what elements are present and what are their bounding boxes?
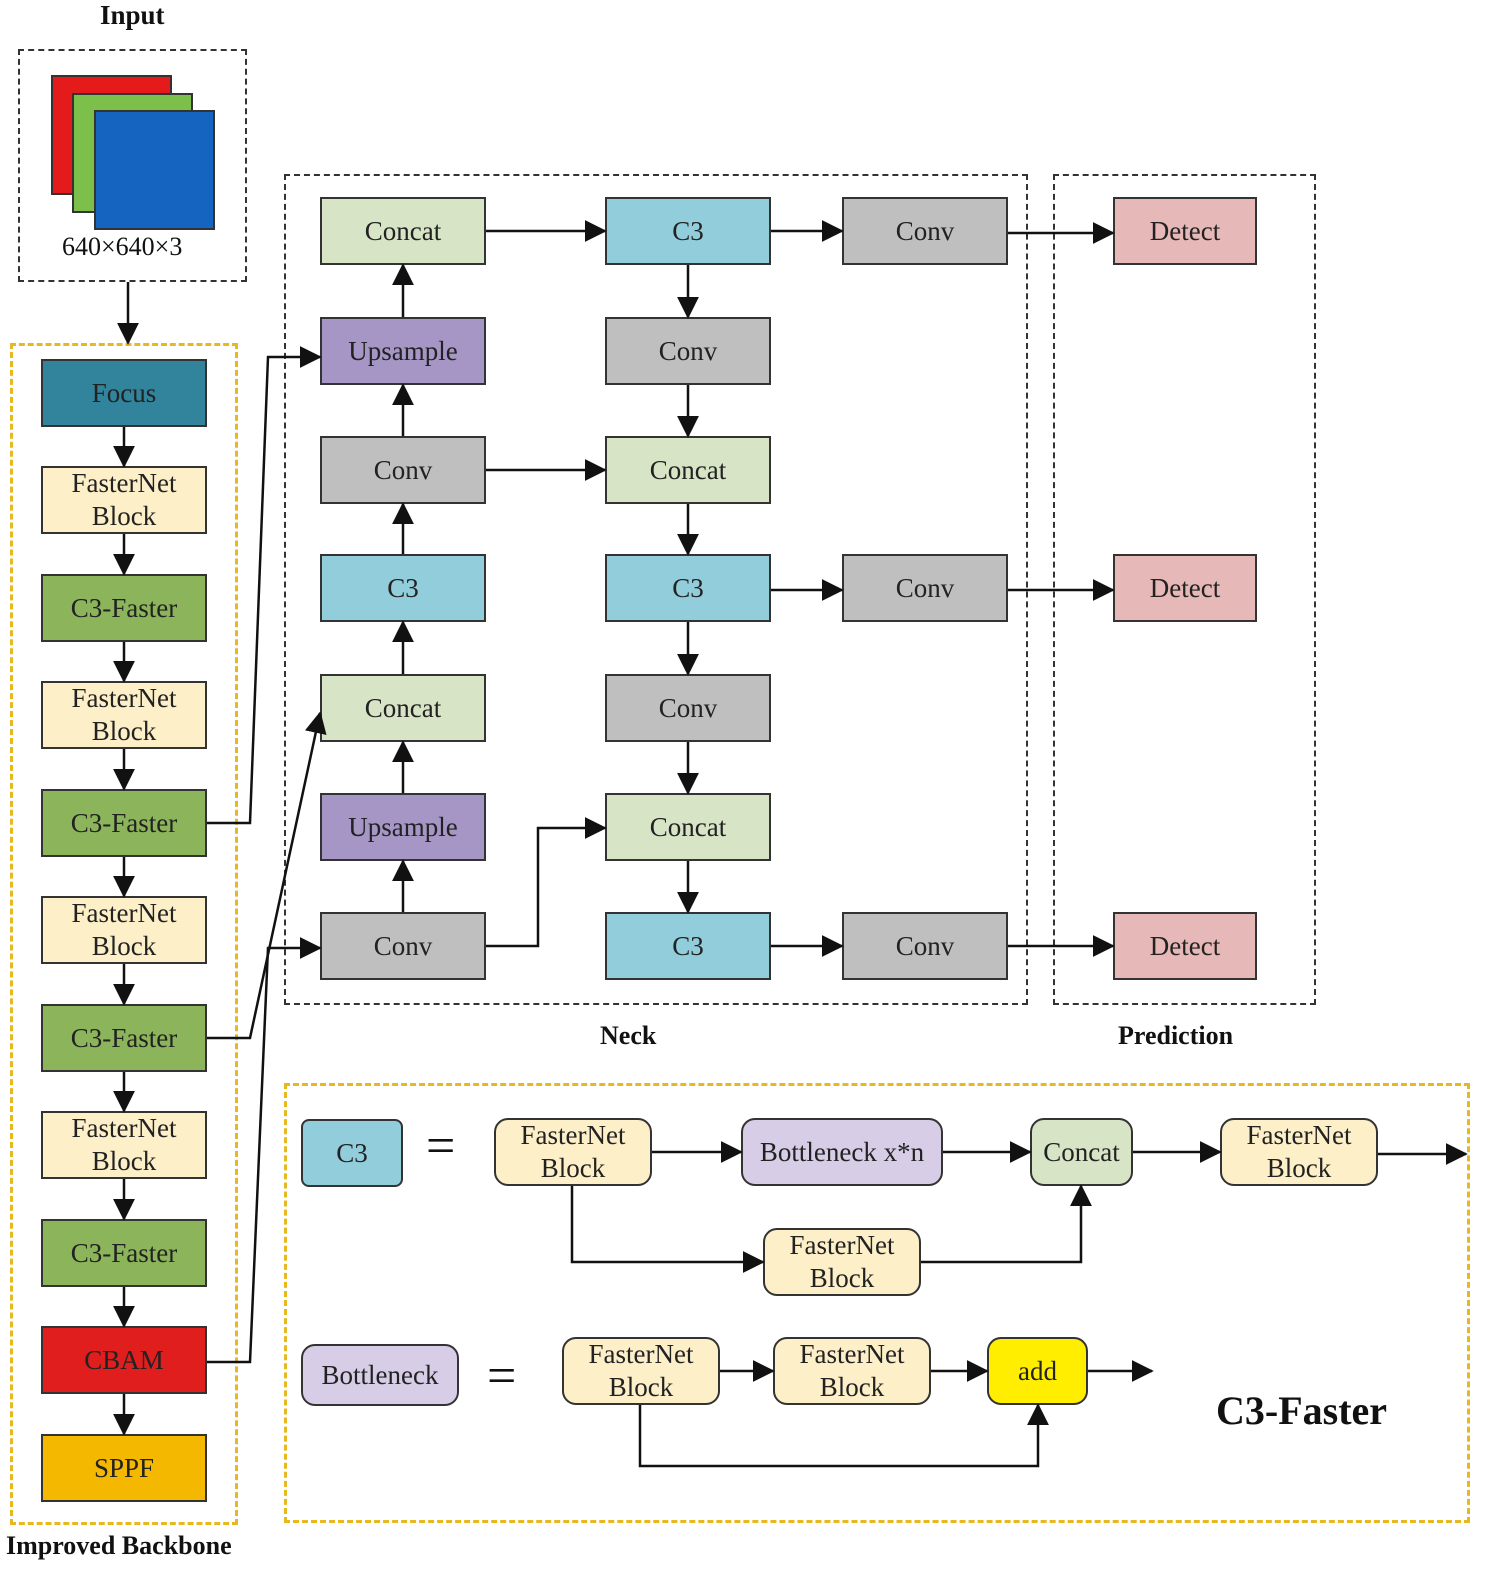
detect-1: Detect (1113, 197, 1257, 265)
prediction-title: Prediction (1118, 1021, 1234, 1050)
neck-concat-3: Concat (605, 436, 771, 504)
arrow-leg-branch-concat (921, 1184, 1092, 1264)
neck-conv-out-3: Conv (842, 912, 1008, 980)
c3-faster-block-1: C3-Faster (41, 574, 207, 642)
legend-fasternet-out: FasterNet Block (1220, 1118, 1378, 1186)
detect-3: Detect (1113, 912, 1257, 980)
arrow-c3faster3-concat2 (207, 711, 327, 1040)
fasternet-block-4: FasterNet Block (41, 1111, 207, 1179)
arrow-convbottom-concat4 (486, 817, 607, 948)
legend-fasternet-branch: FasterNet Block (763, 1228, 921, 1296)
legend-fasternet-b2: FasterNet Block (773, 1337, 931, 1405)
legend-fasternet-b1: FasterNet Block (562, 1337, 720, 1405)
fasternet-block-2: FasterNet Block (41, 681, 207, 749)
legend-title: C3-Faster (1216, 1388, 1388, 1433)
sppf-block: SPPF (41, 1434, 207, 1502)
neck-concat-4: Concat (605, 793, 771, 861)
backbone-title: Improved Backbone (6, 1531, 232, 1560)
input-blue-channel (94, 110, 215, 230)
input-frame (18, 49, 247, 282)
arrow-c3faster2-upsample1 (207, 346, 322, 825)
legend-fasternet-in: FasterNet Block (494, 1118, 652, 1186)
legend-concat: Concat (1030, 1118, 1133, 1186)
input-dimensions: 640×640×3 (62, 232, 183, 261)
arrow-leg-b1-add-skip (638, 1403, 1049, 1468)
arrow-cbam-convbottom (207, 937, 322, 1364)
legend-equals-1: = (426, 1118, 456, 1175)
neck-c3-1: C3 (320, 554, 486, 622)
legend-frame (284, 1083, 1470, 1523)
neck-c3-bottom: C3 (605, 912, 771, 980)
legend-add: add (987, 1337, 1088, 1405)
neck-conv-out-1: Conv (842, 197, 1008, 265)
fasternet-block-3: FasterNet Block (41, 896, 207, 964)
input-title: Input (100, 0, 165, 30)
neck-upsample-1: Upsample (320, 317, 486, 385)
legend-bottleneck: Bottleneck (301, 1344, 459, 1406)
neck-concat-2: Concat (320, 674, 486, 742)
neck-title: Neck (600, 1021, 657, 1050)
fasternet-block-1: FasterNet Block (41, 466, 207, 534)
focus-block: Focus (41, 359, 207, 427)
neck-conv-out-2: Conv (842, 554, 1008, 622)
detect-2: Detect (1113, 554, 1257, 622)
legend-bottleneck-xn: Bottleneck x*n (741, 1118, 943, 1186)
neck-conv-bottom: Conv (320, 912, 486, 980)
legend-c3: C3 (301, 1119, 403, 1187)
neck-conv-down-1: Conv (605, 317, 771, 385)
arrow-leg-fn-branch (570, 1186, 765, 1273)
legend-equals-2: = (487, 1348, 517, 1405)
neck-upsample-2: Upsample (320, 793, 486, 861)
